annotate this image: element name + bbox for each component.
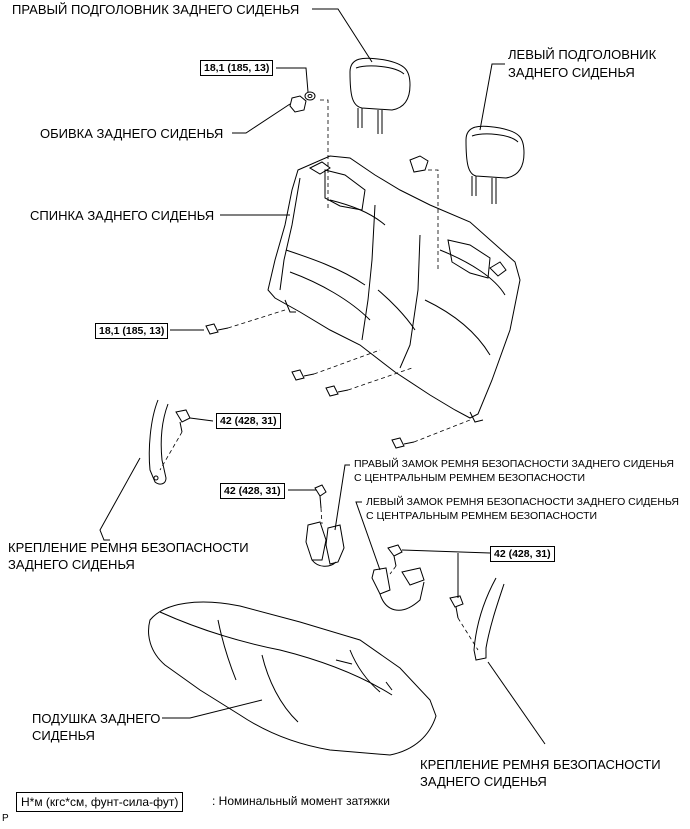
seatback-bolts-drawing	[205, 323, 415, 449]
label-left-buckle-line1: ЛЕВЫЙ ЗАМОК РЕМНЯ БЕЗОПАСНОСТИ ЗАДНЕГО С…	[366, 496, 680, 508]
seatback-drawing	[267, 155, 521, 423]
label-seatback: СПИНКА ЗАДНЕГО СИДЕНЬЯ	[30, 208, 215, 223]
alignment-lines	[159, 99, 479, 651]
label-right-headrest: ПРАВЫЙ ПОДГОЛОВНИК ЗАДНЕГО СИДЕНЬЯ	[12, 2, 300, 17]
trim-parts-drawing	[289, 91, 429, 173]
leader-lines	[99, 8, 546, 745]
label-belt-anchor-right-line2: ЗАДНЕГО СИДЕНЬЯ	[420, 774, 547, 789]
right-buckle-drawing	[305, 484, 345, 567]
label-right-buckle-line1: ПРАВЫЙ ЗАМОК РЕМНЯ БЕЗОПАСНОСТИ ЗАДНЕГО …	[354, 458, 674, 470]
torque-seatback: 18,1 (185, 13)	[95, 323, 169, 339]
label-cushion-line2: СИДЕНЬЯ	[32, 728, 95, 743]
torque-top: 18,1 (185, 13)	[200, 60, 274, 76]
left-headrest-drawing	[465, 125, 525, 204]
cushion-drawing	[148, 601, 437, 756]
corner-mark: P	[2, 813, 9, 824]
label-belt-anchor-left-line2: ЗАДНЕГО СИДЕНЬЯ	[8, 557, 135, 572]
torque-anchor-right: 42 (428, 31)	[490, 546, 555, 562]
legend-description: : Номинальный момент затяжки	[212, 794, 390, 808]
label-left-buckle-line2: С ЦЕНТРАЛЬНЫМ РЕМНЕМ БЕЗОПАСНОСТИ	[366, 510, 598, 522]
label-left-headrest-line2: ЗАДНЕГО СИДЕНЬЯ	[508, 65, 635, 80]
right-belt-anchor-drawing	[449, 577, 505, 661]
left-belt-anchor-drawing	[148, 399, 191, 485]
label-cushion-line1: ПОДУШКА ЗАДНЕГО	[32, 711, 161, 726]
right-headrest-drawing	[349, 57, 411, 134]
legend-unit-box: Н*м (кгс*см, фунт-сила-фут)	[16, 792, 184, 812]
label-left-headrest-line1: ЛЕВЫЙ ПОДГОЛОВНИК	[508, 47, 657, 62]
label-belt-anchor-left-line1: КРЕПЛЕНИЕ РЕМНЯ БЕЗОПАСНОСТИ	[8, 540, 249, 555]
left-buckle-drawing	[371, 544, 425, 611]
label-seat-trim: ОБИВКА ЗАДНЕГО СИДЕНЬЯ	[40, 126, 224, 141]
torque-buckle: 42 (428, 31)	[220, 483, 285, 499]
label-right-buckle-line2: С ЦЕНТРАЛЬНЫМ РЕМНЕМ БЕЗОПАСНОСТИ	[354, 472, 586, 484]
label-belt-anchor-right-line1: КРЕПЛЕНИЕ РЕМНЯ БЕЗОПАСНОСТИ	[420, 757, 661, 772]
torque-anchor-left: 42 (428, 31)	[216, 413, 281, 429]
